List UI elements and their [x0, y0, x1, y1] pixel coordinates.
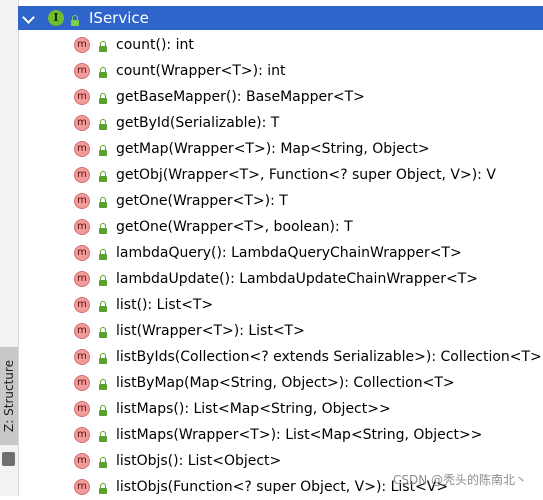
public-lock-icon [99, 67, 107, 78]
method-icon: m [74, 37, 90, 53]
method-icon: m [74, 271, 90, 287]
method-item[interactable]: m getOne(Wrapper<T>): T [18, 188, 543, 214]
method-icon: m [74, 427, 90, 443]
public-lock-icon [99, 223, 107, 234]
method-signature: list(): List<T> [116, 297, 214, 313]
method-signature: listObjs(): List<Object> [116, 453, 282, 469]
method-icon: m [74, 167, 90, 183]
method-signature: getById(Serializable): T [116, 115, 280, 131]
public-lock-icon [99, 119, 107, 130]
chevron-down-icon[interactable] [22, 11, 35, 24]
method-item[interactable]: m listMaps(Wrapper<T>): List<Map<String, … [18, 422, 543, 448]
method-signature: count(Wrapper<T>): int [116, 63, 286, 79]
method-signature: listByMap(Map<String, Object>): Collecti… [116, 375, 455, 391]
interface-icon: I [48, 10, 64, 26]
method-signature: lambdaUpdate(): LambdaUpdateChainWrapper… [116, 271, 479, 287]
method-icon: m [74, 401, 90, 417]
method-icon: m [74, 193, 90, 209]
method-item[interactable]: m listByMap(Map<String, Object>): Collect… [18, 370, 543, 396]
method-icon: m [74, 453, 90, 469]
public-lock-icon [99, 301, 107, 312]
public-lock-icon [99, 327, 107, 338]
public-lock-icon [99, 431, 107, 442]
method-signature: listMaps(): List<Map<String, Object>> [116, 401, 391, 417]
public-lock-icon [99, 41, 107, 52]
method-icon: m [74, 89, 90, 105]
method-signature: getOne(Wrapper<T>): T [116, 193, 288, 209]
method-icon: m [74, 63, 90, 79]
public-lock-icon [99, 457, 107, 468]
method-item[interactable]: m listObjs(): List<Object> [18, 448, 543, 474]
method-item[interactable]: m count(Wrapper<T>): int [18, 58, 543, 84]
method-item[interactable]: m getObj(Wrapper<T>, Function<? super Obj… [18, 162, 543, 188]
method-item[interactable]: m lambdaUpdate(): LambdaUpdateChainWrappe… [18, 266, 543, 292]
method-item[interactable]: m count(): int [18, 32, 543, 58]
method-icon: m [74, 245, 90, 261]
public-lock-icon [99, 197, 107, 208]
method-signature: getBaseMapper(): BaseMapper<T> [116, 89, 365, 105]
method-icon: m [74, 297, 90, 313]
method-icon: m [74, 349, 90, 365]
method-signature: listObjs(Function<? super Object, V>): L… [116, 479, 449, 495]
method-icon: m [74, 479, 90, 495]
method-signature: getMap(Wrapper<T>): Map<String, Object> [116, 141, 430, 157]
public-lock-icon [99, 171, 107, 182]
tree-root-iservice[interactable]: I IService [18, 6, 543, 30]
method-icon: m [74, 219, 90, 235]
method-icon: m [74, 323, 90, 339]
method-signature: list(Wrapper<T>): List<T> [116, 323, 305, 339]
method-item[interactable]: m getOne(Wrapper<T>, boolean): T [18, 214, 543, 240]
public-lock-icon [71, 15, 79, 26]
public-lock-icon [99, 93, 107, 104]
method-item[interactable]: m lambdaQuery(): LambdaQueryChainWrapper<… [18, 240, 543, 266]
method-item[interactable]: m listByIds(Collection<? extends Serializ… [18, 344, 543, 370]
method-signature: listByIds(Collection<? extends Serializa… [116, 349, 542, 365]
side-tool-strip: Z: Structure [0, 0, 19, 496]
method-item[interactable]: m listMaps(): List<Map<String, Object>> [18, 396, 543, 422]
method-icon: m [74, 141, 90, 157]
public-lock-icon [99, 353, 107, 364]
root-label: IService [89, 9, 149, 27]
method-item[interactable]: m list(Wrapper<T>): List<T> [18, 318, 543, 344]
public-lock-icon [99, 275, 107, 286]
method-signature: getObj(Wrapper<T>, Function<? super Obje… [116, 167, 496, 183]
structure-tree: I IService m count(): int m count(Wrapper<T… [18, 0, 543, 496]
structure-tool-tab[interactable] [0, 347, 18, 445]
method-item[interactable]: m getMap(Wrapper<T>): Map<String, Object> [18, 136, 543, 162]
structure-tab-label[interactable]: Z: Structure [2, 360, 16, 432]
method-item[interactable]: m getBaseMapper(): BaseMapper<T> [18, 84, 543, 110]
method-signature: listMaps(Wrapper<T>): List<Map<String, O… [116, 427, 483, 443]
public-lock-icon [99, 379, 107, 390]
method-signature: getOne(Wrapper<T>, boolean): T [116, 219, 353, 235]
tool-window-icon[interactable] [2, 452, 15, 466]
method-icon: m [74, 115, 90, 131]
method-signature: lambdaQuery(): LambdaQueryChainWrapper<T… [116, 245, 462, 261]
method-signature: count(): int [116, 37, 194, 53]
public-lock-icon [99, 405, 107, 416]
method-icon: m [74, 375, 90, 391]
watermark-text: CSDN @秃头的陈南北丶 [392, 473, 527, 487]
method-item[interactable]: m list(): List<T> [18, 292, 543, 318]
public-lock-icon [99, 249, 107, 260]
method-item[interactable]: m listObjs(Function<? super Object, V>): … [18, 474, 543, 500]
method-item[interactable]: m getById(Serializable): T [18, 110, 543, 136]
public-lock-icon [99, 483, 107, 494]
public-lock-icon [99, 145, 107, 156]
